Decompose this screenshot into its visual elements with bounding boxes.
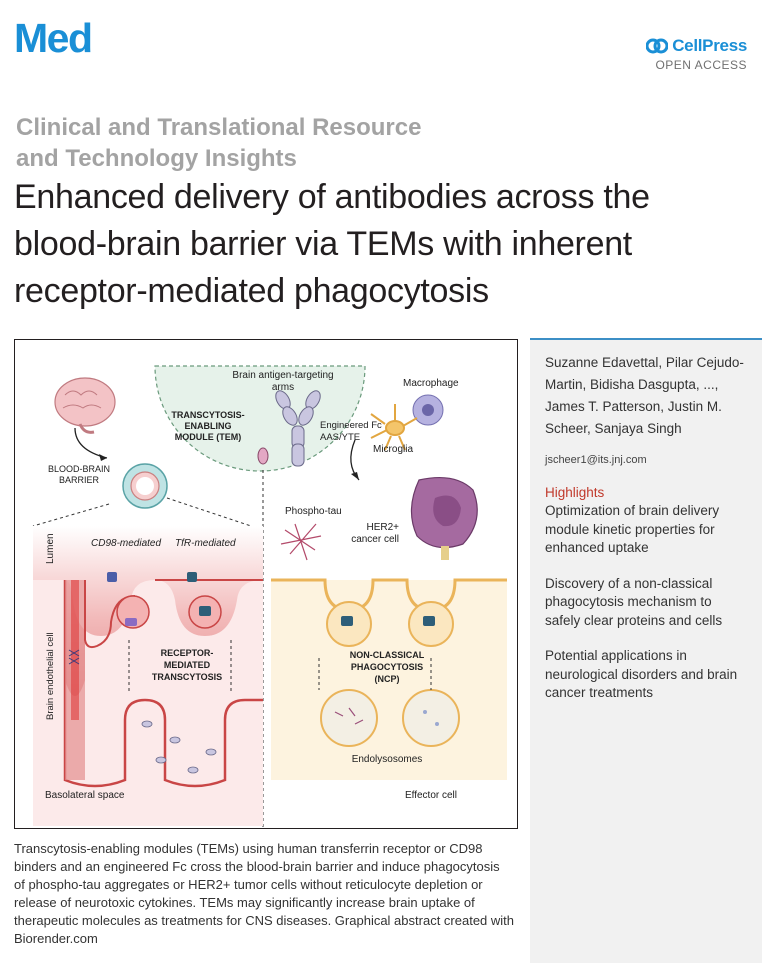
open-access-label: OPEN ACCESS — [655, 58, 747, 72]
label-endolysosomes: Endolysosomes — [352, 754, 423, 765]
label-tem-2: ENABLING — [185, 421, 232, 431]
label-fc-2: AAS/YTE — [320, 432, 360, 443]
article-type-line-2: and Technology Insights — [16, 145, 297, 172]
graphical-abstract-figure: Brain antigen-targeting arms TRANSCYTOSI… — [32, 365, 507, 828]
macrophage-icon — [412, 394, 444, 426]
article-type: Clinical and Translational Resource and … — [16, 112, 536, 174]
phospho-tau-icon — [280, 523, 322, 561]
highlight-item: Optimization of brain delivery module ki… — [545, 503, 720, 555]
article-type-line-1: Clinical and Translational Resource — [16, 114, 422, 141]
journal-logo: Med — [14, 15, 93, 61]
label-her2-2: cancer cell — [351, 534, 399, 545]
label-macrophage: Macrophage — [403, 378, 459, 389]
released-antibodies — [141, 720, 217, 774]
sidebar: Suzanne Edavettal, Pilar Cejudo-Martin, … — [530, 338, 762, 963]
label-tfr: TfR-mediated — [175, 538, 236, 549]
vessel-icon — [122, 463, 168, 509]
label-rmt-2: MEDIATED — [164, 660, 211, 670]
highlight-item: Discovery of a non-classical phagocytosi… — [545, 575, 723, 628]
label-ncp-1: NON-CLASSICAL — [350, 650, 425, 660]
label-phospho-tau: Phospho-tau — [285, 506, 342, 517]
label-basolateral: Basolateral space — [45, 790, 125, 801]
cellpress-icon — [646, 38, 669, 54]
label-lumen: Lumen — [45, 533, 56, 564]
label-effector: Effector cell — [405, 790, 457, 801]
label-brain-antigen-2: arms — [272, 382, 294, 393]
publisher-logo: CellPress OPEN ACCESS — [646, 36, 747, 72]
label-fc-1: Engineered Fc — [320, 420, 382, 431]
publisher-name: CellPress — [672, 36, 747, 55]
label-ncp-3: (NCP) — [375, 674, 400, 684]
article-title: Enhanced delivery of antibodies across t… — [14, 178, 650, 310]
corresponding-email[interactable]: jscheer1@its.jnj.com — [545, 454, 647, 466]
label-her2-1: HER2+ — [366, 522, 399, 533]
label-rmt-3: TRANSCYTOSIS — [152, 672, 222, 682]
microglia-icon — [370, 404, 418, 451]
label-cd98: CD98-mediated — [91, 538, 161, 549]
label-endothelial: Brain endothelial cell — [45, 632, 56, 720]
highlights-heading: Highlights — [545, 485, 605, 500]
highlight-item: Potential applications in neurological d… — [545, 648, 738, 700]
label-microglia: Microglia — [373, 444, 413, 455]
abstract-caption: Transcytosis-enabling modules (TEMs) usi… — [14, 841, 515, 946]
label-tem-3: MODULE (TEM) — [175, 432, 242, 442]
her2-cell-icon — [410, 477, 478, 560]
endothelium-panel — [33, 526, 263, 826]
graphical-abstract: Brain antigen-targeting arms TRANSCYTOSI… — [14, 339, 518, 829]
label-bbb-1: BLOOD-BRAIN — [48, 464, 110, 474]
label-rmt-1: RECEPTOR- — [161, 648, 214, 658]
brain-icon — [54, 377, 116, 434]
effector-panel — [271, 578, 507, 780]
label-bbb-2: BARRIER — [59, 475, 100, 485]
antibody-tem-icon — [257, 390, 321, 467]
label-ncp-2: PHAGOCYTOSIS — [351, 662, 423, 672]
label-brain-antigen-1: Brain antigen-targeting — [232, 370, 333, 381]
label-tem-1: TRANSCYTOSIS- — [171, 410, 244, 420]
author-list: Suzanne Edavettal, Pilar Cejudo-Martin, … — [545, 355, 744, 436]
